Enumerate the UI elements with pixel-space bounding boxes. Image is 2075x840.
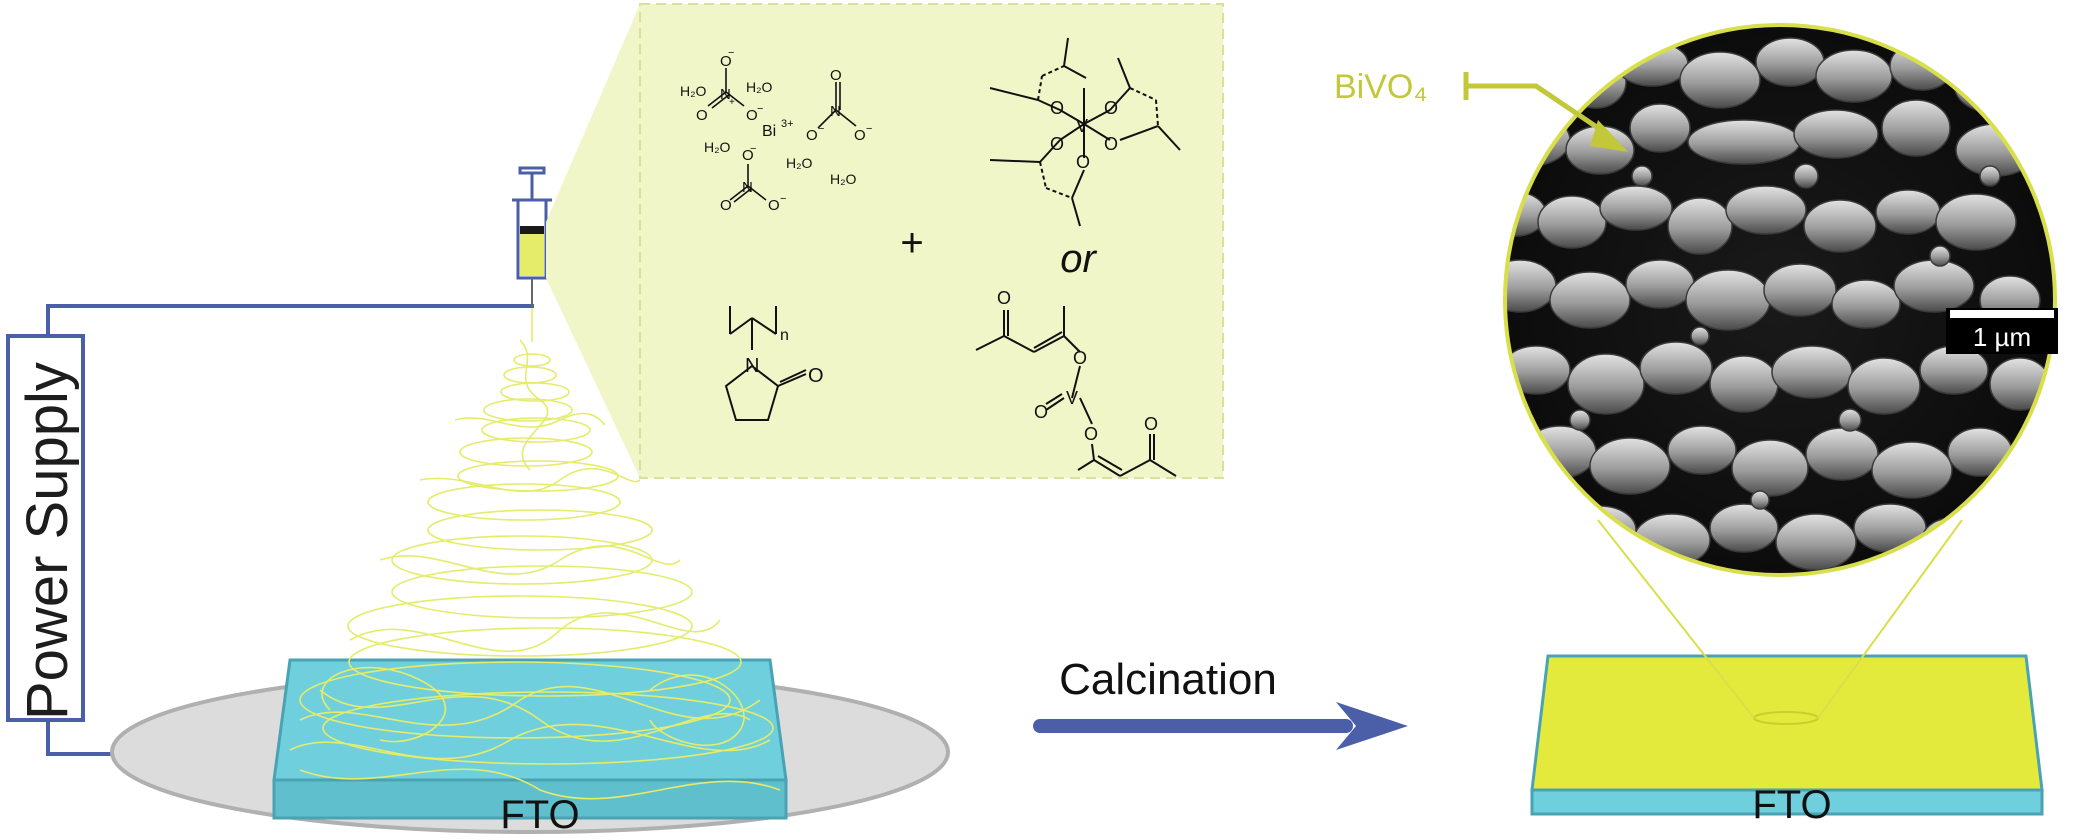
svg-text:N: N bbox=[720, 86, 731, 103]
svg-text:O: O bbox=[1104, 98, 1118, 118]
or-label: or bbox=[1060, 237, 1097, 281]
svg-text:Bi: Bi bbox=[762, 123, 776, 140]
calcination-arrow: Calcination bbox=[1033, 655, 1408, 750]
svg-text:O: O bbox=[720, 53, 732, 70]
svg-text:O: O bbox=[720, 197, 732, 214]
svg-text:O: O bbox=[746, 107, 758, 124]
water-3: H₂O bbox=[704, 139, 731, 155]
svg-text:O: O bbox=[1050, 98, 1064, 118]
scale-bar-label: 1 µm bbox=[1973, 322, 2031, 352]
svg-text:−: − bbox=[818, 123, 824, 135]
bivo4-callout: BiVO₄ bbox=[1334, 68, 1628, 152]
sem-micrograph: 1 µm bbox=[1503, 23, 2058, 577]
wire-to-collector bbox=[46, 720, 122, 756]
svg-text:O: O bbox=[830, 67, 842, 84]
vanadium-acac3-structure: V O O O O O bbox=[989, 37, 1181, 227]
svg-text:n: n bbox=[780, 327, 789, 344]
svg-text:−: − bbox=[750, 143, 756, 155]
water-2: H₂O bbox=[746, 79, 773, 95]
svg-text:−: − bbox=[757, 103, 763, 115]
water-4: H₂O bbox=[786, 155, 813, 171]
svg-text:O: O bbox=[742, 147, 754, 164]
svg-text:N: N bbox=[742, 179, 753, 196]
svg-text:O: O bbox=[696, 107, 708, 124]
svg-text:O: O bbox=[1034, 402, 1048, 422]
vanadyl-acac2-structure: O O V O O O bbox=[975, 288, 1177, 477]
svg-text:+: + bbox=[729, 97, 735, 108]
svg-text:O: O bbox=[808, 365, 824, 387]
calcination-label: Calcination bbox=[1059, 655, 1277, 704]
electrospun-fiber-jet bbox=[289, 308, 781, 800]
wire-to-needle bbox=[46, 304, 534, 336]
power-supply-label: Power Supply bbox=[15, 362, 80, 720]
svg-text:O: O bbox=[1104, 134, 1118, 154]
svg-text:O: O bbox=[1050, 134, 1064, 154]
svg-text:O: O bbox=[997, 288, 1011, 308]
fto-label-left: FTO bbox=[500, 793, 579, 837]
zoom-line-right bbox=[1817, 519, 1963, 719]
svg-text:O: O bbox=[806, 127, 818, 144]
syringe bbox=[512, 166, 552, 308]
svg-text:N: N bbox=[745, 355, 759, 377]
nitrate-group bbox=[707, 68, 745, 109]
fto-label-right: FTO bbox=[1752, 783, 1831, 827]
svg-text:N: N bbox=[830, 103, 841, 120]
svg-text:O: O bbox=[1144, 414, 1158, 434]
water-1: H₂O bbox=[680, 83, 707, 99]
svg-text:O: O bbox=[1073, 348, 1087, 368]
svg-text:−: − bbox=[780, 193, 786, 205]
bismuth-nitrate-structure: O − N + O O − Bi 3+ O N O − O − O − N O … bbox=[680, 47, 872, 214]
svg-text:3+: 3+ bbox=[781, 118, 794, 130]
plus-sign: + bbox=[900, 221, 923, 265]
pvp-structure: N O n bbox=[724, 306, 824, 421]
fto-substrate-right: FTO bbox=[1530, 654, 2044, 827]
svg-text:−: − bbox=[728, 47, 734, 59]
precursor-panel bbox=[639, 3, 1224, 479]
bivo4-label: BiVO₄ bbox=[1334, 68, 1427, 106]
power-supply: Power Supply bbox=[6, 334, 85, 722]
svg-text:O: O bbox=[1084, 424, 1098, 444]
zoom-line-left bbox=[1597, 519, 1755, 719]
svg-text:O: O bbox=[768, 197, 780, 214]
svg-text:V: V bbox=[1076, 116, 1088, 136]
svg-text:−: − bbox=[866, 123, 872, 135]
svg-text:O: O bbox=[854, 127, 866, 144]
scale-bar bbox=[1950, 310, 2054, 318]
water-5: H₂O bbox=[830, 171, 857, 187]
fto-substrate-left: FTO bbox=[272, 658, 788, 837]
callout-beam bbox=[546, 4, 640, 478]
svg-text:O: O bbox=[1076, 152, 1090, 172]
svg-text:V: V bbox=[1066, 388, 1078, 408]
power-supply-box bbox=[6, 334, 85, 722]
